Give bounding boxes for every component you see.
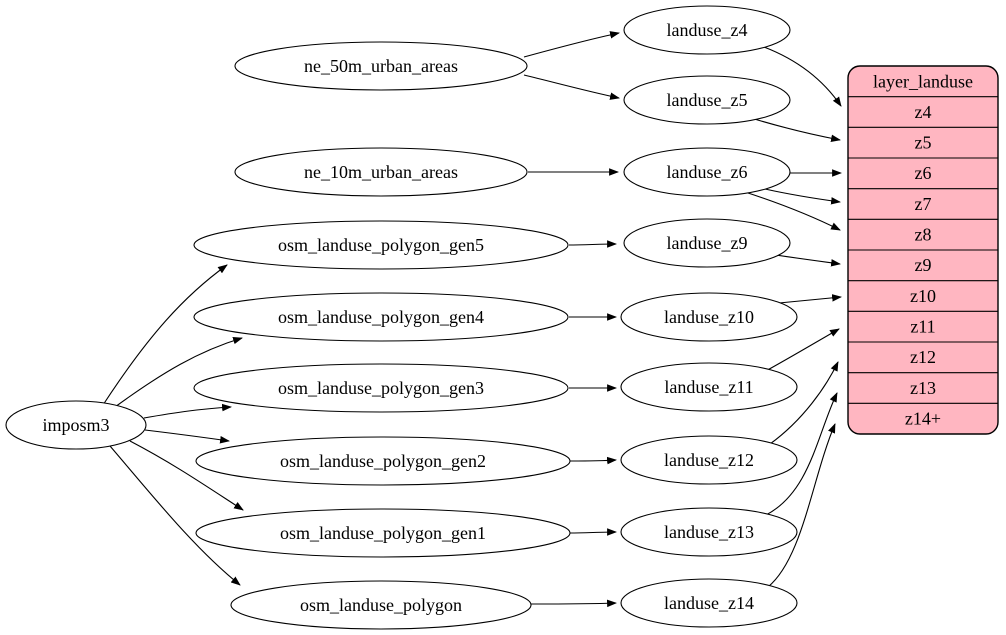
edge-landuse_z6-layer_landuse-z8 <box>744 191 841 231</box>
node-ne_50m_urban_areas-shape <box>234 41 528 91</box>
node-landuse_z4-label: landuse_z4 <box>667 20 748 40</box>
node-landuse_z9: landuse_z9 <box>623 218 791 268</box>
edge-ne_50m_urban_areas-landuse_z5 <box>523 74 620 100</box>
node-landuse_z13-shape <box>620 507 798 557</box>
table-row-z4: z4 <box>915 102 932 122</box>
edge-landuse_z5-layer_landuse-z5 <box>750 117 841 143</box>
node-osm_landuse_polygon_gen1-label: osm_landuse_polygon_gen1 <box>280 523 486 543</box>
edge-imposm3-osm_landuse_polygon_gen3 <box>143 403 232 419</box>
node-landuse_z4: landuse_z4 <box>623 5 791 55</box>
node-landuse_z10-shape <box>620 292 798 342</box>
edge-osm_landuse_polygon_gen2-landuse_z12 <box>569 456 617 465</box>
node-landuse_z4-shape <box>623 5 791 55</box>
node-landuse_z11: landuse_z11 <box>620 362 798 412</box>
edge-osm_landuse_polygon-landuse_z14 <box>530 599 617 608</box>
node-landuse_z11-shape <box>620 362 798 412</box>
node-osm_landuse_polygon_gen2: osm_landuse_polygon_gen2 <box>195 436 571 486</box>
edge-landuse_z10-layer_landuse-z10 <box>778 294 842 304</box>
node-osm_landuse_polygon_gen2-shape <box>195 436 571 486</box>
table-row-z11: z11 <box>910 317 935 337</box>
node-landuse_z14: landuse_z14 <box>620 578 798 628</box>
node-ne_50m_urban_areas-label: ne_50m_urban_areas <box>304 56 458 76</box>
node-osm_landuse_polygon_gen3-shape <box>193 363 569 413</box>
table-row-z5: z5 <box>915 133 932 153</box>
node-landuse_z14-shape <box>620 578 798 628</box>
edge-landuse_z11-layer_landuse-z11 <box>763 328 840 373</box>
edge-imposm3-osm_landuse_polygon_gen1 <box>129 440 244 511</box>
node-imposm3: imposm3 <box>5 400 147 450</box>
node-landuse_z9-shape <box>623 218 791 268</box>
node-osm_landuse_polygon_gen1-shape <box>195 508 571 558</box>
edges <box>102 31 842 608</box>
table-row-z6: z6 <box>915 163 932 183</box>
node-landuse_z13: landuse_z13 <box>620 507 798 557</box>
node-osm_landuse_polygon_gen5: osm_landuse_polygon_gen5 <box>193 220 569 270</box>
node-osm_landuse_polygon_gen1: osm_landuse_polygon_gen1 <box>195 508 571 558</box>
node-osm_landuse_polygon_gen4-shape <box>193 292 569 342</box>
node-imposm3-label: imposm3 <box>42 415 109 435</box>
edge-osm_landuse_polygon_gen1-landuse_z13 <box>569 528 617 536</box>
edge-landuse_z13-layer_landuse-z13 <box>765 392 838 516</box>
node-osm_landuse_polygon_gen2-label: osm_landuse_polygon_gen2 <box>280 451 486 471</box>
table-row-z13: z13 <box>910 378 936 398</box>
edge-imposm3-osm_landuse_polygon_gen4 <box>114 336 243 408</box>
table-row-z9: z9 <box>915 255 932 275</box>
node-osm_landuse_polygon_gen3: osm_landuse_polygon_gen3 <box>193 363 569 413</box>
node-landuse_z5-label: landuse_z5 <box>667 90 748 110</box>
table-row-z10: z10 <box>910 286 936 306</box>
edge-landuse_z4-layer_landuse-z4 <box>763 46 842 107</box>
node-landuse_z10: landuse_z10 <box>620 292 798 342</box>
table-row-z7: z7 <box>915 194 932 214</box>
node-osm_landuse_polygon-shape <box>230 580 532 630</box>
table-row-z8: z8 <box>915 225 932 245</box>
node-landuse_z6-label: landuse_z6 <box>667 162 748 182</box>
nodes: imposm3 ne_50m_urban_areas ne_10m_urban_… <box>5 5 798 630</box>
edge-imposm3-osm_landuse_polygon <box>109 445 241 586</box>
edge-landuse_z14-layer_landuse-z14plus <box>767 423 836 588</box>
node-landuse_z6: landuse_z6 <box>623 147 791 197</box>
edge-ne_50m_urban_areas-landuse_z4 <box>523 31 620 58</box>
node-osm_landuse_polygon_gen4-label: osm_landuse_polygon_gen4 <box>278 307 484 327</box>
table-row-z12: z12 <box>910 347 936 367</box>
edge-imposm3-osm_landuse_polygon_gen5 <box>102 264 228 406</box>
edge-imposm3-osm_landuse_polygon_gen2 <box>144 429 230 444</box>
node-landuse_z12-shape <box>620 435 798 485</box>
node-ne_50m_urban_areas: ne_50m_urban_areas <box>234 41 528 91</box>
node-ne_10m_urban_areas: ne_10m_urban_areas <box>234 147 528 197</box>
edge-landuse_z6-layer_landuse-z7 <box>764 188 841 205</box>
node-landuse_z12-label: landuse_z12 <box>664 450 754 470</box>
node-landuse_z11-label: landuse_z11 <box>664 377 753 397</box>
edge-landuse_z12-layer_landuse-z12 <box>769 361 839 445</box>
node-osm_landuse_polygon_gen4: osm_landuse_polygon_gen4 <box>193 292 569 342</box>
table-row-z14plus: z14+ <box>905 409 941 429</box>
node-osm_landuse_polygon_gen3-label: osm_landuse_polygon_gen3 <box>278 378 484 398</box>
node-landuse_z12: landuse_z12 <box>620 435 798 485</box>
node-ne_10m_urban_areas-shape <box>234 147 528 197</box>
node-ne_10m_urban_areas-label: ne_10m_urban_areas <box>304 162 458 182</box>
edge-osm_landuse_polygon_gen5-landuse_z9 <box>568 240 617 248</box>
node-landuse_z14-label: landuse_z14 <box>664 593 754 613</box>
node-landuse_z6-shape <box>623 147 791 197</box>
node-osm_landuse_polygon: osm_landuse_polygon <box>230 580 532 630</box>
node-landuse_z9-label: landuse_z9 <box>667 233 748 253</box>
node-landuse_z5: landuse_z5 <box>623 75 791 125</box>
node-landuse_z10-label: landuse_z10 <box>664 307 754 327</box>
node-landuse_z5-shape <box>623 75 791 125</box>
node-landuse_z13-label: landuse_z13 <box>664 522 754 542</box>
table-layer_landuse-title: layer_landuse <box>873 72 973 92</box>
edge-landuse_z9-layer_landuse-z9 <box>768 253 841 267</box>
node-osm_landuse_polygon_gen5-shape <box>193 220 569 270</box>
node-osm_landuse_polygon_gen5-label: osm_landuse_polygon_gen5 <box>278 235 484 255</box>
node-imposm3-shape <box>5 400 147 450</box>
table-layer_landuse: layer_landuse z4 z5 z6 z7 z8 z9 z10 z11 … <box>847 65 999 435</box>
node-osm_landuse_polygon-label: osm_landuse_polygon <box>300 595 462 615</box>
